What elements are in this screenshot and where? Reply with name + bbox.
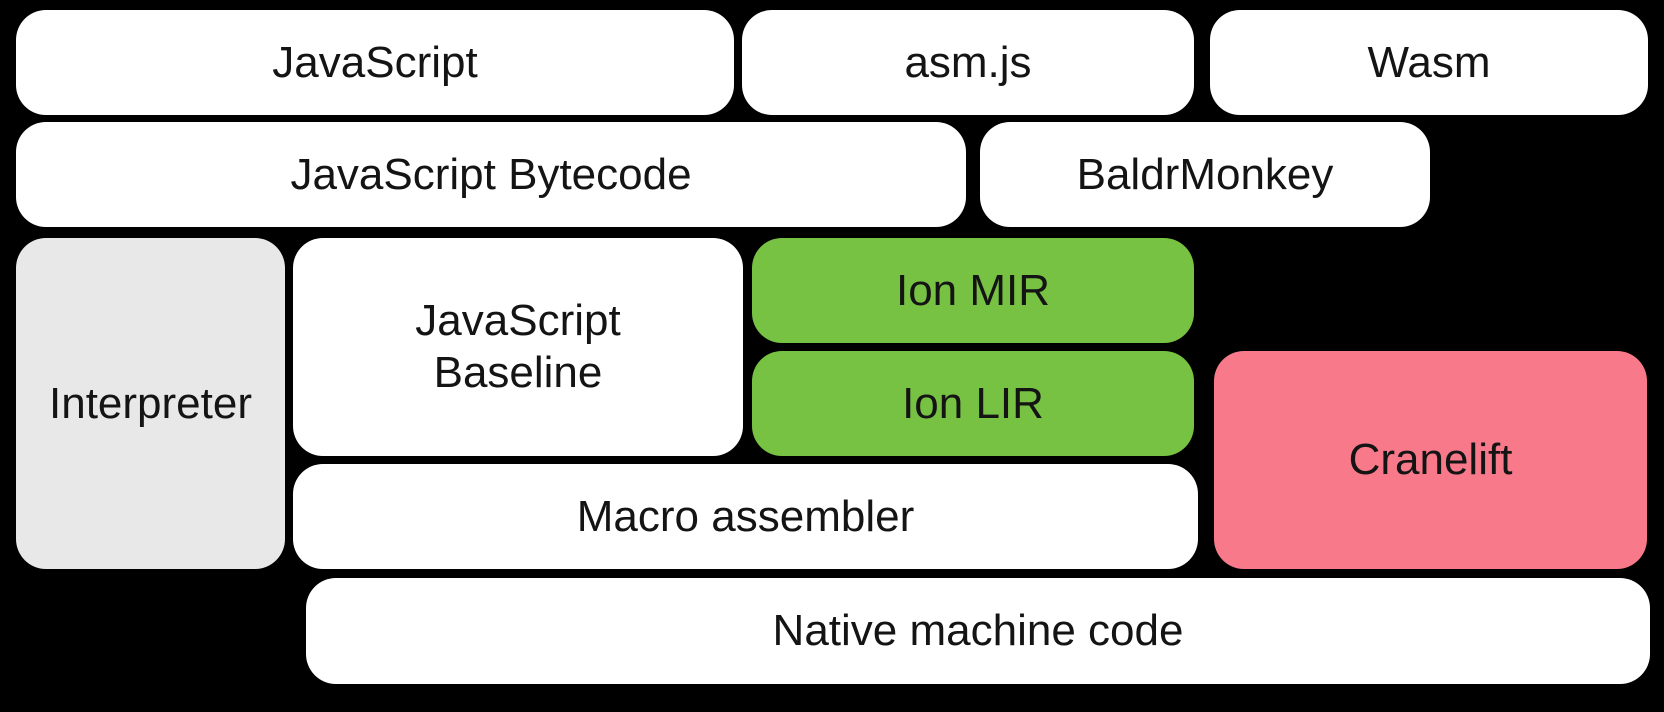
- node-baldrmonkey: BaldrMonkey: [980, 122, 1430, 227]
- node-native-machine-code: Native machine code: [306, 578, 1650, 684]
- node-javascript: JavaScript: [16, 10, 734, 115]
- node-interpreter: Interpreter: [16, 238, 285, 569]
- node-javascript-baseline: JavaScript Baseline: [293, 238, 743, 456]
- node-asm-js: asm.js: [742, 10, 1194, 115]
- node-macro-assembler: Macro assembler: [293, 464, 1198, 569]
- node-ion-mir: Ion MIR: [752, 238, 1194, 343]
- node-wasm: Wasm: [1210, 10, 1648, 115]
- node-cranelift: Cranelift: [1214, 351, 1647, 569]
- node-ion-lir: Ion LIR: [752, 351, 1194, 456]
- node-javascript-bytecode: JavaScript Bytecode: [16, 122, 966, 227]
